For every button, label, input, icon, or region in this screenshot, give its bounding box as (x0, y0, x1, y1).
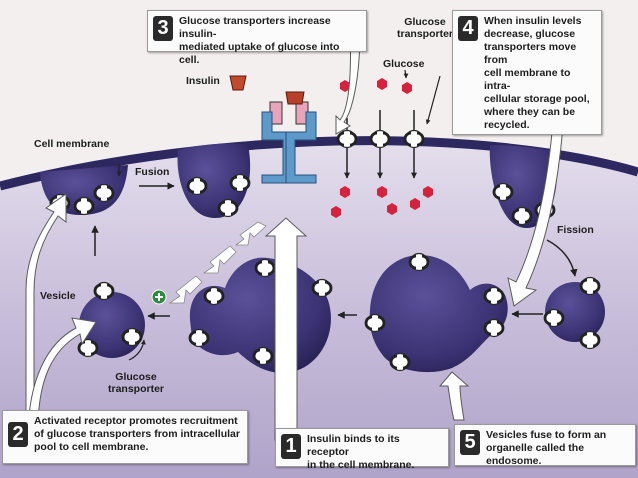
step-2-number: 2 (8, 422, 28, 447)
cell-membrane-line (0, 136, 638, 191)
step-1-number: 1 (281, 434, 301, 459)
vesicle-fusion-center (177, 143, 251, 218)
recruitment-arrows (168, 221, 267, 304)
step-4-number: 4 (458, 16, 478, 41)
glucose-label: Glucose (383, 58, 425, 70)
step-5-callout: 5 Vesicles fuse to form an organelle cal… (454, 424, 636, 467)
step-3-text: Glucose transporters increase insulin- m… (179, 15, 340, 66)
label-pointers (116, 69, 441, 361)
step-5-number: 5 (460, 430, 480, 455)
step-3-number: 3 (153, 16, 173, 41)
fusion-label: Fusion (135, 166, 170, 178)
insulin-molecule (229, 75, 247, 91)
process-arrows (91, 182, 578, 320)
fission-label: Fission (557, 224, 594, 236)
step-4-text: When insulin levels decrease, glucose tr… (484, 15, 590, 131)
step-1-callout: 1 Insulin binds to its receptor in the c… (275, 428, 449, 471)
glucose-transporter-label-top: Glucose transporter (397, 16, 454, 40)
step-4-callout: 4 When insulin levels decrease, glucose … (452, 10, 602, 135)
insulin-label: Insulin (186, 75, 220, 87)
vesicle-label: Vesicle (40, 290, 76, 302)
vesicle-fission-right (545, 282, 605, 342)
step-2-text: Activated receptor promotes recruitment … (34, 415, 240, 453)
glucose-transporter-label-bottom: Glucose transporter (108, 371, 165, 395)
step-1-text: Insulin binds to its receptor in the cel… (307, 433, 415, 471)
insulin-receptor (261, 91, 317, 184)
step-5-text: Vesicles fuse to form an organelle calle… (486, 429, 607, 467)
step-3-callout: 3 Glucose transporters increase insulin-… (147, 10, 367, 66)
step-2-callout: 2 Activated receptor promotes recruitmen… (2, 410, 248, 464)
plus-icon (155, 293, 163, 301)
glucose-molecules (331, 78, 433, 218)
endosome-right (369, 255, 508, 373)
cell-membrane-label: Cell membrane (34, 138, 110, 150)
